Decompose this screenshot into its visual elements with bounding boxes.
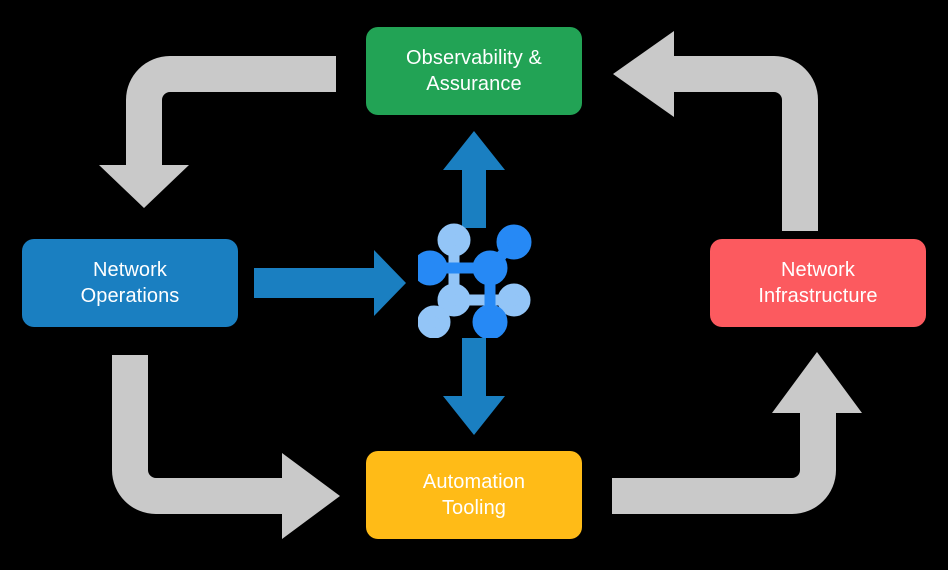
node-automation-tooling[interactable]: Automation Tooling: [366, 451, 582, 539]
node-operations-label-line1: Network: [92, 258, 168, 281]
node-automation-label-line1: Automation: [422, 470, 526, 493]
network-topology-icon: [418, 223, 532, 338]
connector-observability-to-operations: [99, 56, 336, 208]
node-network-operations[interactable]: Network Operations: [22, 239, 238, 327]
node-automation-label-line2: Tooling: [441, 497, 507, 519]
connector-operations-to-center: [254, 250, 406, 316]
node-infrastructure-label-line1: Network: [780, 258, 856, 281]
node-network-infrastructure[interactable]: Network Infrastructure: [710, 239, 926, 327]
connector-center-to-automation: [443, 338, 505, 435]
connector-center-to-observability: [443, 131, 505, 228]
connector-operations-to-automation: [112, 355, 340, 539]
connector-infrastructure-to-observability: [613, 31, 818, 231]
connector-automation-to-infrastructure: [612, 352, 862, 514]
node-observability-assurance[interactable]: Observability & Assurance: [366, 27, 582, 115]
node-observability-label-line1: Observability &: [406, 46, 542, 69]
node-infrastructure-label-line2: Infrastructure: [758, 285, 878, 307]
node-operations-label-line2: Operations: [80, 285, 180, 307]
node-observability-label-line2: Assurance: [426, 73, 522, 95]
